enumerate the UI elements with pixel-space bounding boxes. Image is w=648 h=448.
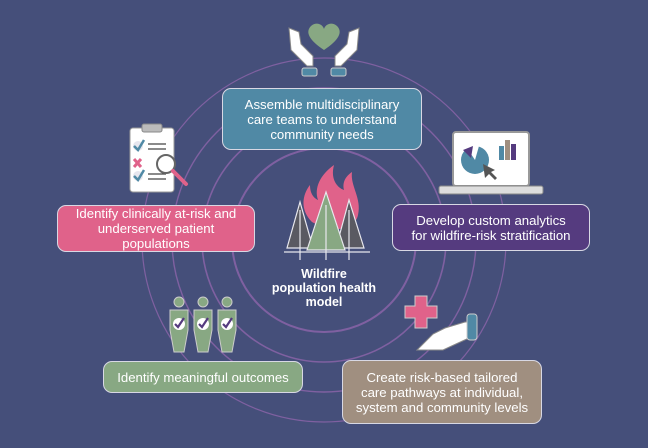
caring-hands-heart-icon bbox=[288, 23, 360, 77]
step-analytics-box: Develop custom analytics for wildfire-ri… bbox=[392, 204, 590, 251]
center-title-line: Wildfire bbox=[301, 267, 347, 281]
step-identify-box: Identify clinically at-risk and underser… bbox=[57, 205, 255, 252]
step-text-line: Create risk-based tailored bbox=[366, 369, 518, 385]
step-assemble-box: Assemble multidisciplinary care teams to… bbox=[222, 88, 422, 150]
step-text-line: system and community levels bbox=[355, 399, 529, 415]
laptop-analytics-icon bbox=[438, 131, 544, 195]
step-outcomes-box: Identify meaningful outcomes bbox=[103, 361, 303, 393]
clipboard-magnifier-icon bbox=[129, 123, 188, 193]
step-text-line: Develop custom analytics bbox=[416, 212, 566, 228]
step-text-line: care teams to understand bbox=[247, 111, 397, 127]
step-text-line: community needs bbox=[270, 126, 374, 142]
step-text-line: for wildfire-risk stratification bbox=[411, 227, 571, 243]
center-title-line: population health bbox=[271, 281, 377, 295]
step-text-line: Identify meaningful outcomes bbox=[117, 369, 289, 385]
step-pathways-box: Create risk-based tailored care pathways… bbox=[342, 360, 542, 424]
hand-medical-cross-icon bbox=[404, 295, 478, 351]
step-text-line: Identify clinically at-risk and bbox=[75, 206, 237, 221]
wildfire-trees-icon bbox=[284, 165, 370, 260]
center-title-line: model bbox=[305, 295, 343, 309]
step-text-line: care pathways at individual, bbox=[360, 384, 523, 400]
step-text-line: underserved patient populations bbox=[97, 221, 215, 251]
people-checkmarks-icon bbox=[169, 296, 237, 353]
step-text-line: Assemble multidisciplinary bbox=[244, 96, 400, 112]
center-title: Wildfire population health model bbox=[262, 267, 386, 309]
